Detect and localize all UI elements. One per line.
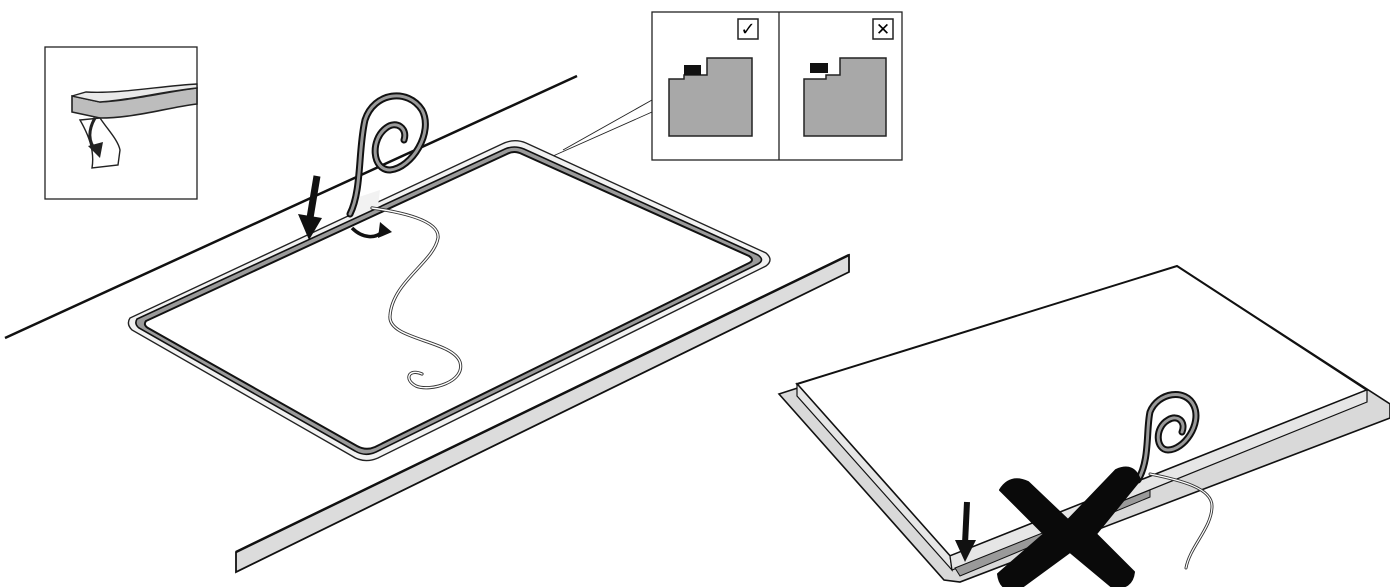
incorrect-mark-box	[872, 18, 894, 40]
cutout-opening	[143, 151, 753, 450]
correct-incorrect-detail-panel: ✓ ✕	[552, 11, 903, 161]
inset-seal-peel-panel	[44, 46, 198, 200]
turn-arrow-icon	[350, 222, 392, 239]
press-arrow-icon	[955, 501, 976, 562]
correct-profile	[668, 57, 753, 137]
press-arrow-icon	[298, 175, 322, 240]
cross-icon	[997, 466, 1141, 587]
peel-arrow-icon	[88, 117, 103, 158]
incorrect-mark: ✕	[876, 20, 890, 40]
correct-mark: ✓	[740, 19, 755, 40]
seal-coil-wrong	[1134, 391, 1200, 484]
worktop-back-edge	[4, 74, 578, 340]
correct-installation-panel	[4, 74, 850, 574]
incorrect-profile	[803, 57, 887, 137]
seal-coil	[346, 92, 429, 218]
correct-mark-box	[737, 18, 759, 40]
incorrect-installation-panel	[777, 264, 1390, 587]
